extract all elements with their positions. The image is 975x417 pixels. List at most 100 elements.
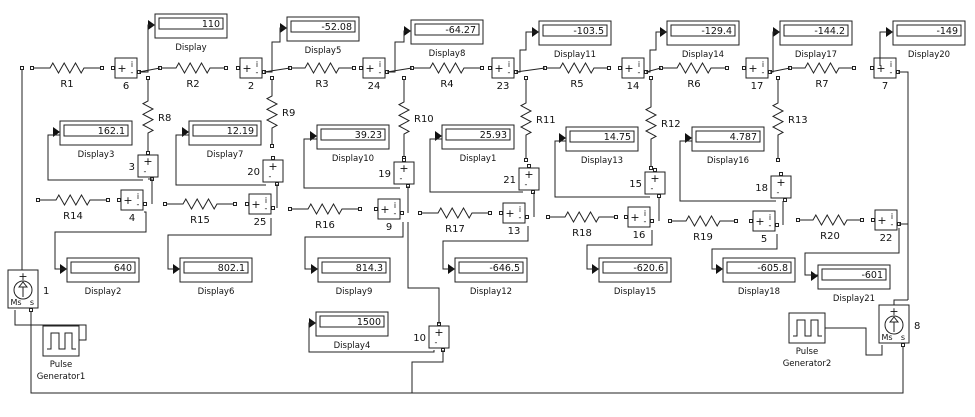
plus-sign: + xyxy=(117,62,126,75)
resistor-r2[interactable]: R2 xyxy=(162,61,224,90)
resistor-r18[interactable]: R18 xyxy=(550,210,614,239)
current-sensor-13[interactable]: +i-13 xyxy=(502,202,526,237)
resistor-r8[interactable]: R8 xyxy=(141,80,171,154)
resistor-r3[interactable]: R3 xyxy=(292,61,352,90)
port xyxy=(245,202,249,206)
sensor-label: 20 xyxy=(247,167,260,178)
display-name: Display9 xyxy=(336,287,373,297)
resistor-zigzag-icon xyxy=(519,80,533,158)
resistor-r11[interactable]: R11 xyxy=(519,80,556,158)
resistor-label: R13 xyxy=(788,115,808,126)
current-sensor-19[interactable]: +-19 xyxy=(378,161,415,185)
resistor-label: R6 xyxy=(687,79,700,90)
resistor-r16[interactable]: R16 xyxy=(292,202,358,231)
port xyxy=(624,215,628,219)
current-arrow-head-icon xyxy=(888,316,900,323)
resistor-label: R15 xyxy=(190,215,210,226)
signal-line xyxy=(646,31,667,73)
current-sensor-16[interactable]: +i-16 xyxy=(627,206,651,241)
resistor-r13[interactable]: R13 xyxy=(771,80,808,158)
port-label: s xyxy=(901,333,905,342)
signal-line xyxy=(263,67,291,73)
current-sensor-10[interactable]: +-10 xyxy=(413,325,450,349)
resistor-r15[interactable]: R15 xyxy=(167,197,233,226)
current-sensor-21[interactable]: +-21 xyxy=(503,167,540,191)
plus-sign: + xyxy=(755,215,764,228)
port xyxy=(117,198,121,202)
resistor-r19[interactable]: R19 xyxy=(672,214,734,243)
resistor-label: R19 xyxy=(693,232,713,243)
current-sensor-15[interactable]: +-15 xyxy=(629,171,666,195)
port xyxy=(783,198,787,202)
current-sensor-24[interactable]: +i-24 xyxy=(362,57,386,92)
resistor-r20[interactable]: R20 xyxy=(800,213,860,242)
current-sensor-22[interactable]: +i-22 xyxy=(874,209,898,244)
resistor-r6[interactable]: R6 xyxy=(663,61,725,90)
current-sensor-7[interactable]: +i-7 xyxy=(873,57,897,92)
resistor-r10[interactable]: R10 xyxy=(397,80,434,156)
sensor-label: 9 xyxy=(386,222,392,233)
resistor-zigzag-icon xyxy=(265,80,279,144)
current-sensor-18[interactable]: +-18 xyxy=(755,175,792,199)
current-sensor-4[interactable]: +i-4 xyxy=(120,189,144,224)
resistor-r17[interactable]: R17 xyxy=(422,206,488,235)
current-sensor-14[interactable]: +i-14 xyxy=(621,57,645,92)
current-sensor-23[interactable]: +i-23 xyxy=(491,57,515,92)
display-value: -620.6 xyxy=(633,263,664,274)
port xyxy=(146,76,150,80)
current-arrow-head-icon xyxy=(17,281,29,288)
plus-sign: + xyxy=(123,194,132,207)
current-sensor-20[interactable]: +-20 xyxy=(247,159,284,183)
resistor-r14[interactable]: R14 xyxy=(40,193,106,222)
resistor-r4[interactable]: R4 xyxy=(414,61,480,90)
current-sensor-3[interactable]: +-3 xyxy=(129,154,159,178)
signal-line xyxy=(304,222,404,270)
current-sensor-6[interactable]: +i-6 xyxy=(114,57,138,92)
display-value: 802.1 xyxy=(218,263,245,274)
current-sensor-5[interactable]: +i-5 xyxy=(752,210,776,245)
current-sensor-9[interactable]: +i-9 xyxy=(377,198,401,233)
display-value: -605.8 xyxy=(757,263,788,274)
resistor-r12[interactable]: R12 xyxy=(644,80,681,166)
resistor-r1[interactable]: R1 xyxy=(34,61,100,90)
resistor-r7[interactable]: R7 xyxy=(792,61,852,90)
resistor-zigzag-icon xyxy=(792,61,852,75)
current-sensor-25[interactable]: +i-25 xyxy=(248,193,272,228)
resistor-r5[interactable]: R5 xyxy=(547,61,607,90)
resistor-zigzag-icon xyxy=(292,61,352,75)
signal-line xyxy=(879,31,893,66)
display-readout xyxy=(321,261,387,274)
current-output-i: i xyxy=(762,60,764,69)
pulse-body xyxy=(788,312,826,344)
current-sensor-17[interactable]: +i-17 xyxy=(745,57,769,92)
display-value: -103.5 xyxy=(573,26,604,37)
current-sensor-2[interactable]: +i-2 xyxy=(239,57,263,92)
resistor-r9[interactable]: R9 xyxy=(265,80,295,144)
display-value: 814.3 xyxy=(356,263,383,274)
